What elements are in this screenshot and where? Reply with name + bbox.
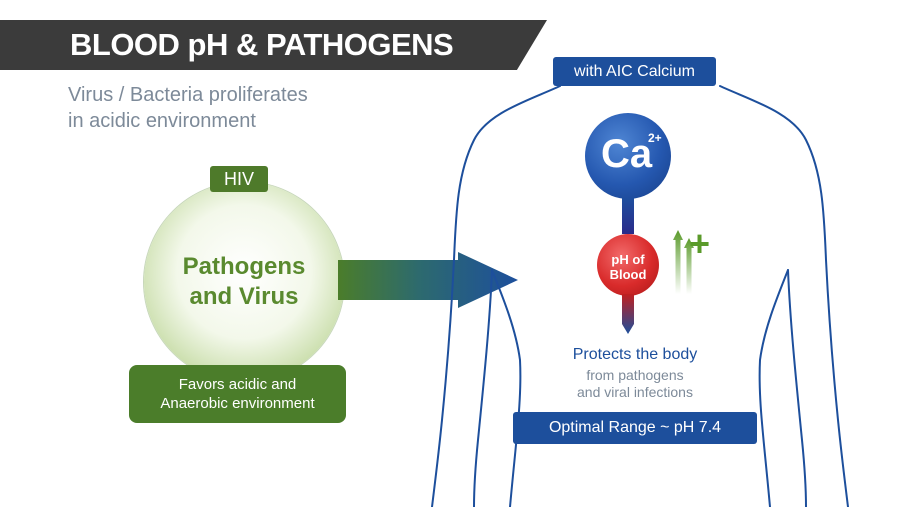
blood-ph-line-2: Blood xyxy=(609,267,647,282)
protects-subtext: from pathogens and viral infections xyxy=(540,367,730,401)
pathogen-label-line-2: and Virus xyxy=(189,283,299,310)
protects-heading: Protects the body xyxy=(572,346,698,363)
calcium-charge: 2+ xyxy=(648,131,662,145)
calcium-symbol: Ca xyxy=(601,132,653,176)
protects-sub-line-1: from pathogens xyxy=(586,367,684,383)
blood-ph-circle xyxy=(597,234,659,296)
blood-ph-line-1: pH of xyxy=(611,252,645,267)
environment-line-2: Anaerobic environment xyxy=(160,395,315,412)
subtitle-line-1: Virus / Bacteria proliferates xyxy=(68,84,308,106)
environment-line-1: Favors acidic and xyxy=(178,376,297,393)
hiv-tag: HIV xyxy=(210,166,268,192)
calcium-label-box: with AIC Calcium xyxy=(553,57,716,86)
blood-drip xyxy=(622,294,634,334)
subtitle-line-2: in acidic environment xyxy=(68,110,256,132)
body-outline xyxy=(431,85,849,507)
title-banner xyxy=(0,20,547,70)
environment-box: Favors acidic and Anaerobic environment xyxy=(129,365,346,423)
pathogen-circle xyxy=(144,182,344,382)
increase-arrows-icon xyxy=(673,230,694,294)
protects-sub-line-2: and viral infections xyxy=(577,384,693,400)
calcium-ion-circle xyxy=(585,113,671,199)
pathogen-label: Pathogens and Virus xyxy=(144,252,344,312)
blood-ph-label: pH of Blood xyxy=(597,252,659,282)
flow-arrow xyxy=(338,252,518,308)
pathogen-label-line-1: Pathogens xyxy=(182,253,306,280)
page-title: BLOOD pH & PATHOGENS xyxy=(70,27,454,62)
optimal-range-box: Optimal Range ~ pH 7.4 xyxy=(513,412,757,444)
subtitle: Virus / Bacteria proliferates in acidic … xyxy=(68,82,388,134)
plus-icon: + xyxy=(689,223,711,264)
calcium-connector xyxy=(622,198,634,234)
